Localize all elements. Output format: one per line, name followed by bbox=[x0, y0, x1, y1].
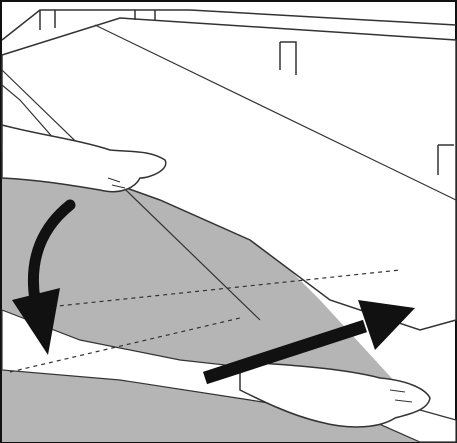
illustration-canvas bbox=[0, 0, 457, 443]
instruction-illustration bbox=[0, 0, 457, 443]
